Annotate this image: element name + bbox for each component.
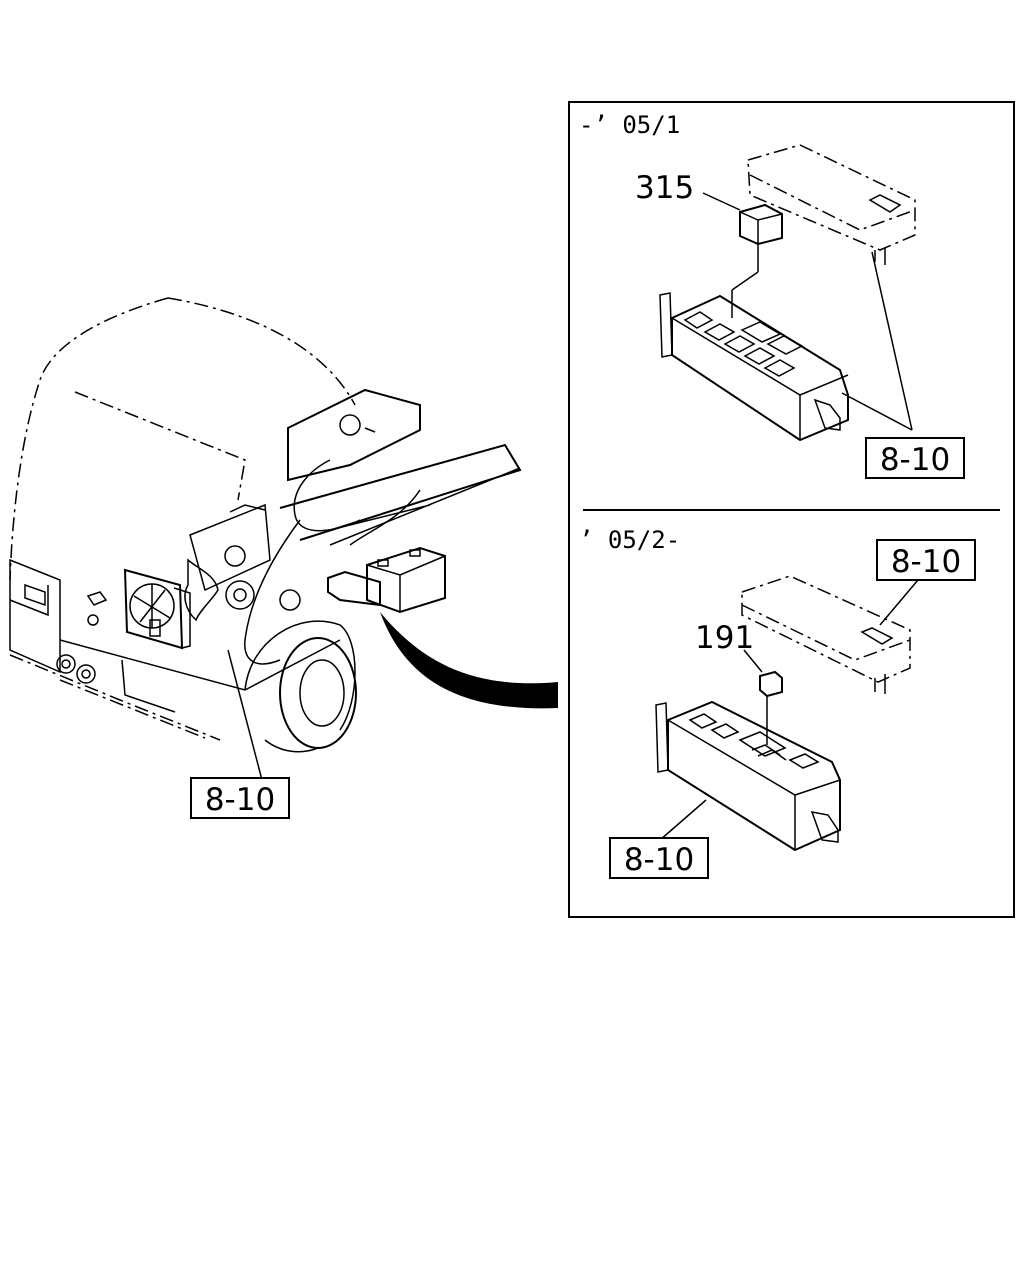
top-relay-315 (731, 203, 783, 318)
detail-panel-border (568, 101, 1015, 918)
bottom-fuse-box-cover (741, 575, 911, 694)
top-relay-leader (702, 192, 741, 211)
top-fuse-box-cover (747, 144, 916, 265)
bottom-box-callout: 8-10 (609, 837, 709, 879)
main-callout-text: 8-10 (205, 782, 275, 818)
bottom-period-label: ’ 05/2- (579, 526, 680, 554)
bottom-cover-leader (879, 579, 919, 626)
top-box-callout-text: 8-10 (880, 442, 950, 478)
bottom-box-callout-text: 8-10 (624, 842, 694, 878)
top-box-callout: 8-10 (865, 437, 965, 479)
bottom-relay-leader (743, 649, 763, 673)
truck-illustration (9, 297, 522, 753)
top-relay-number: 315 (635, 170, 694, 206)
main-callout: 8-10 (190, 777, 290, 819)
main-leader-line (227, 649, 263, 781)
bottom-relay-number: 191 (695, 620, 754, 656)
top-box-leaders (841, 251, 913, 431)
top-fuse-box-base (659, 292, 849, 442)
bottom-cover-callout: 8-10 (876, 539, 976, 581)
bottom-cover-callout-text: 8-10 (891, 544, 961, 580)
detail-pointer-arrow (380, 612, 558, 709)
bottom-fuse-box-base (655, 700, 841, 852)
bottom-box-leader (659, 799, 707, 841)
top-period-label: -’ 05/1 (579, 111, 680, 139)
